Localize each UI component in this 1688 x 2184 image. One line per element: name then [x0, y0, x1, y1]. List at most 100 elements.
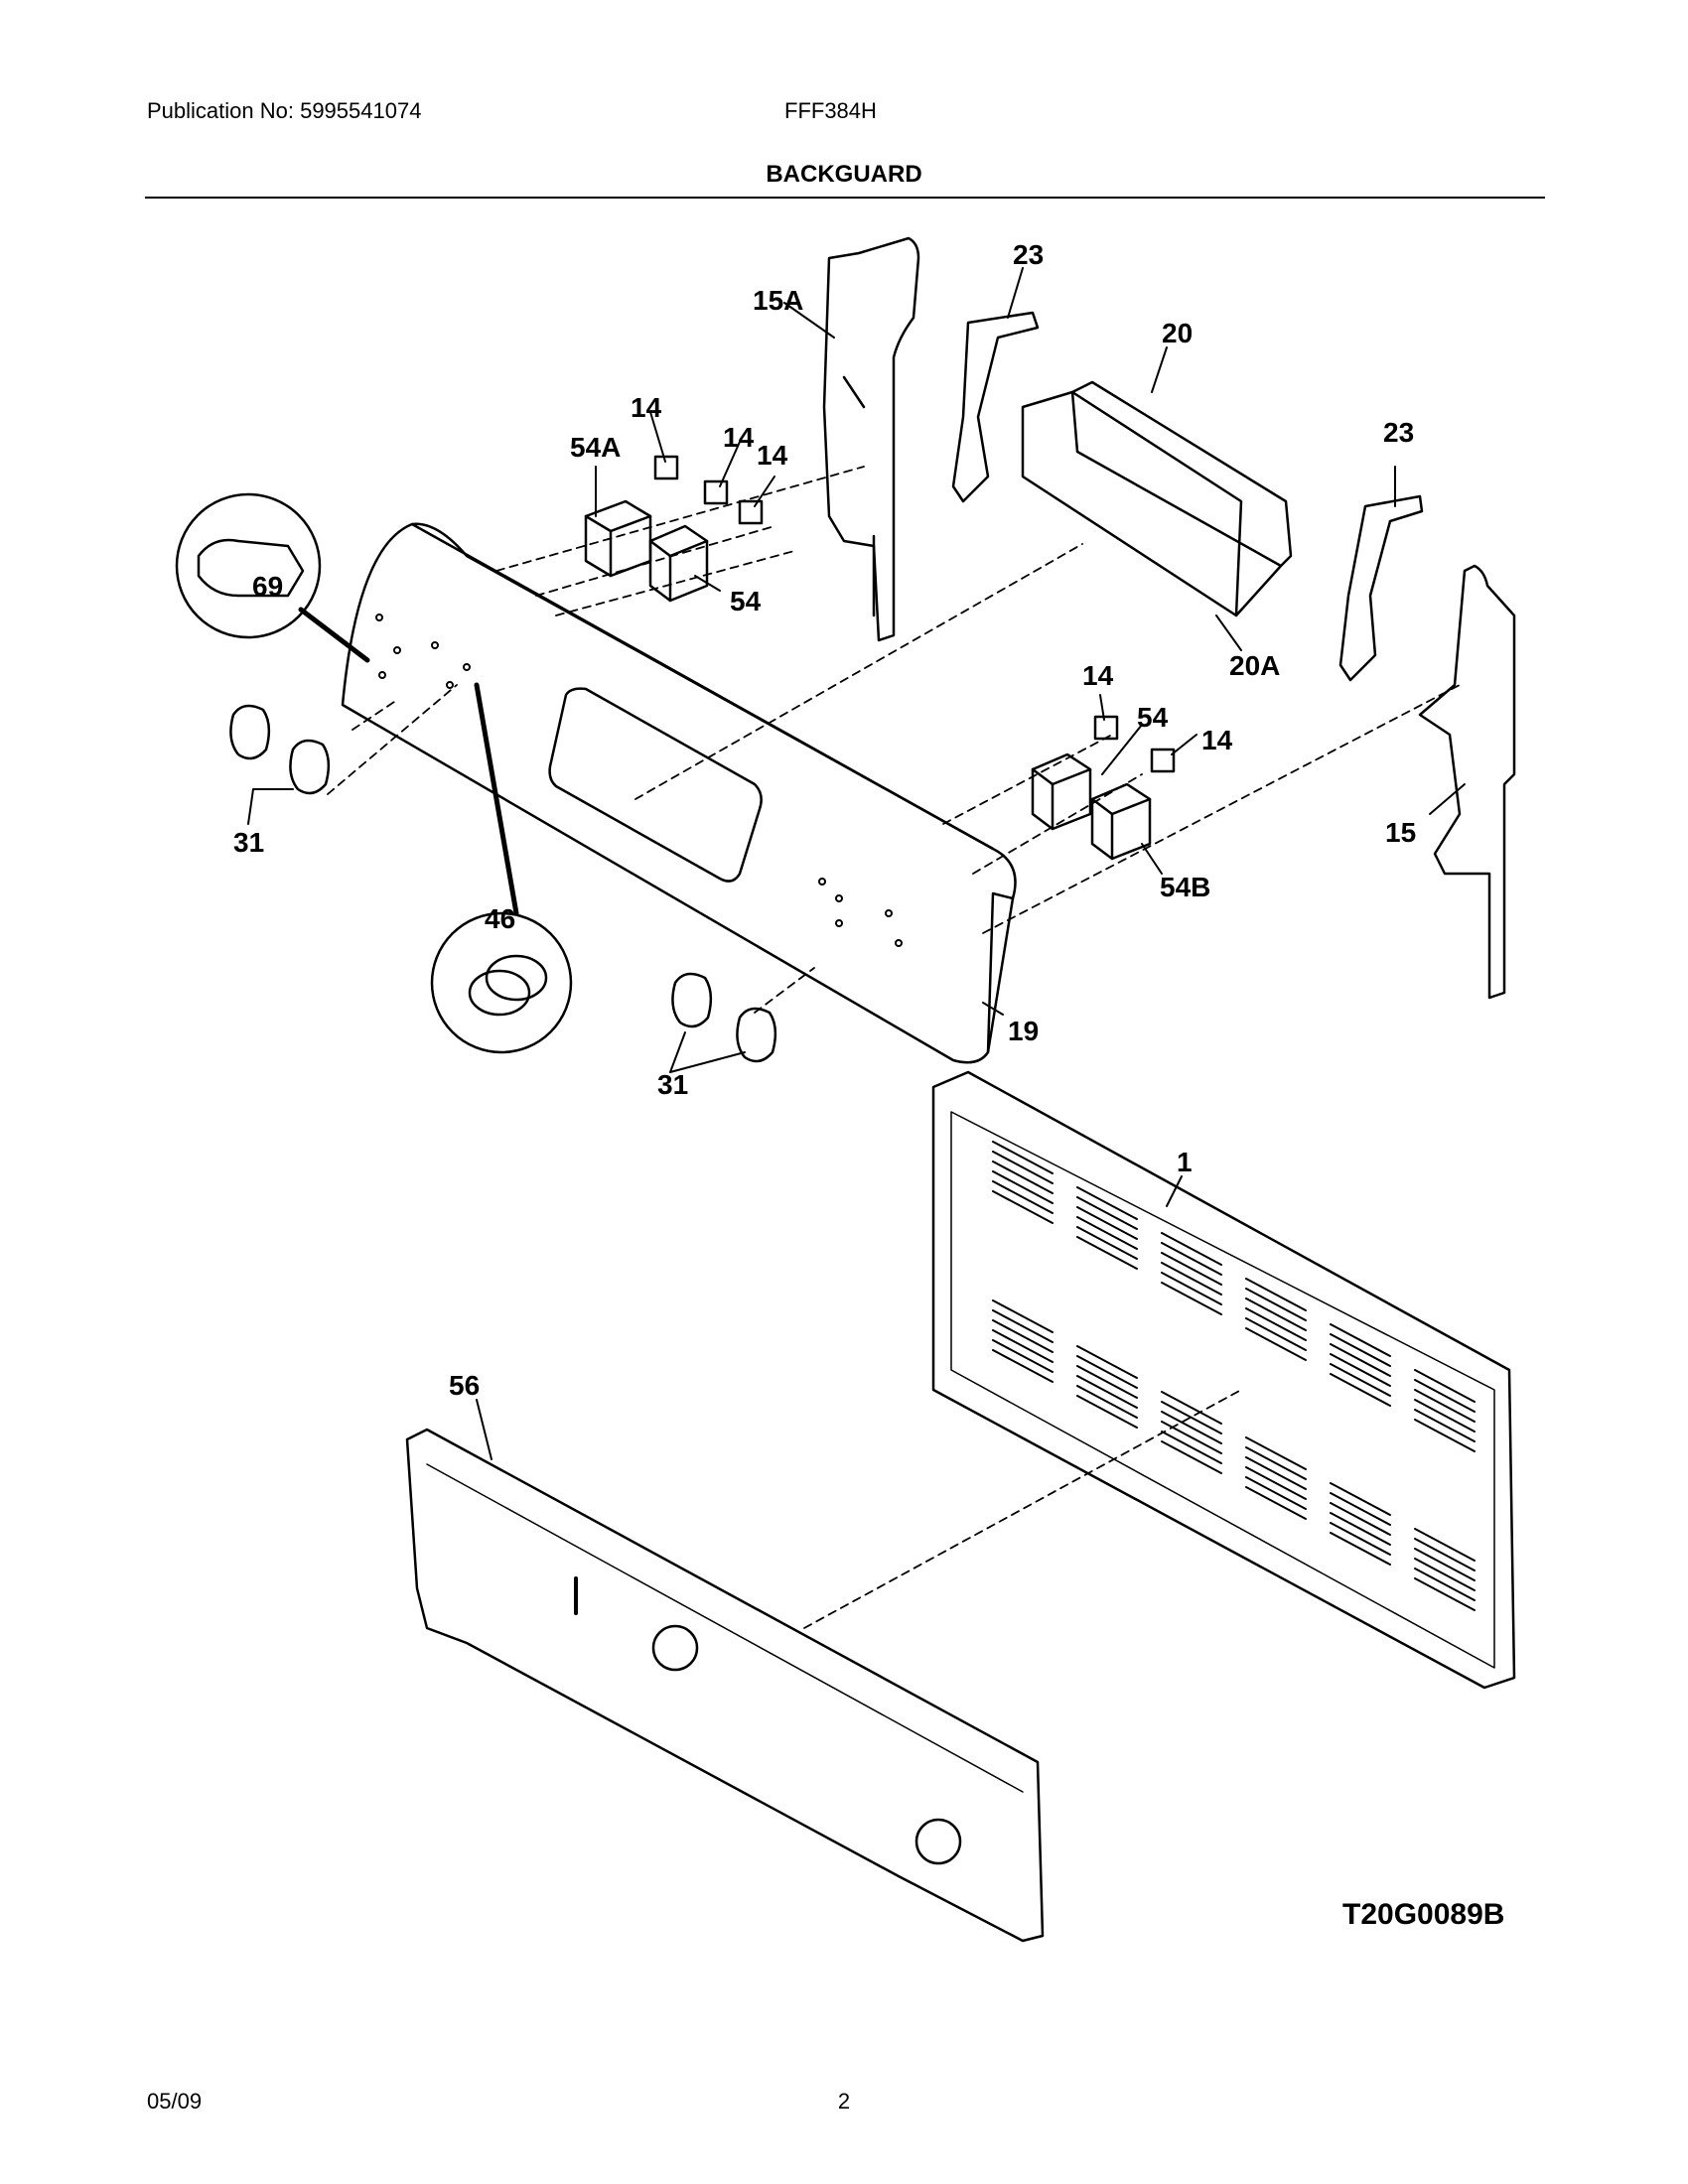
vent-slot [1161, 1272, 1222, 1305]
callout-14-b: 14 [723, 422, 755, 453]
electronic-control-20 [1021, 380, 1293, 617]
callout-20A: 20A [1229, 650, 1280, 681]
vent-slot [1330, 1492, 1391, 1526]
vent-slot [1076, 1196, 1138, 1230]
vent-slot [1161, 1421, 1222, 1454]
vent-slot [1161, 1401, 1222, 1434]
vent-slot [1076, 1226, 1138, 1260]
vent-slot [1414, 1548, 1476, 1581]
clip-icons [951, 311, 1424, 682]
vent-slot [1076, 1345, 1138, 1379]
detail-circle-69 [175, 492, 370, 663]
vent-slot [1330, 1363, 1391, 1397]
callout-31-left: 31 [233, 827, 264, 858]
vent-slot [1245, 1297, 1307, 1331]
footer-date: 05/09 [147, 2089, 203, 2114]
callout-15: 15 [1385, 817, 1416, 848]
side-bracket-15A [822, 236, 920, 642]
vent-slot [1245, 1466, 1307, 1500]
vent-slot [992, 1170, 1054, 1204]
callout-54-right: 54 [1137, 702, 1169, 733]
vent-slot [1076, 1206, 1138, 1240]
assembly-lines [327, 466, 1461, 1629]
callout-14-d: 14 [1082, 660, 1114, 691]
vent-slot [992, 1349, 1054, 1383]
vent-slot [1076, 1355, 1138, 1389]
callout-23-top: 23 [1013, 239, 1044, 270]
vent-slot [1076, 1385, 1138, 1419]
lower-backguard-part-56 [405, 1428, 1045, 1943]
panel-holes [375, 614, 903, 947]
vent-slot [1330, 1522, 1391, 1556]
diagram-code: T20G0089B [1342, 1898, 1505, 1931]
small-switch-icons [653, 455, 1176, 773]
side-bracket-15 [1418, 564, 1516, 1000]
model-number: FFF384H [784, 98, 877, 123]
callout-56: 56 [449, 1370, 480, 1401]
vent-slot [1414, 1419, 1476, 1452]
vent-slot [1330, 1353, 1391, 1387]
vent-slot [1245, 1446, 1307, 1480]
vent-slot [1076, 1365, 1138, 1399]
vent-slot [1414, 1538, 1476, 1571]
publication-number: Publication No: 5995541074 [147, 98, 422, 123]
vent-slot [1076, 1236, 1138, 1270]
vent-slot [1161, 1262, 1222, 1296]
vent-slot [1245, 1486, 1307, 1520]
vent-slot [992, 1151, 1054, 1184]
vent-slot [1414, 1379, 1476, 1413]
detail-circle-46 [430, 682, 573, 1054]
page-title: BACKGUARD [766, 161, 922, 188]
vent-slot [992, 1141, 1054, 1174]
vent-slot [1161, 1431, 1222, 1464]
callout-31-bottom: 31 [657, 1069, 688, 1100]
vent-slot [1245, 1327, 1307, 1361]
vent-slot [1414, 1558, 1476, 1591]
title-divider [145, 197, 1545, 199]
switch-icons [584, 499, 1152, 861]
vent-slots [992, 1141, 1476, 1611]
callout-14-a: 14 [631, 392, 662, 423]
vent-slot [1414, 1568, 1476, 1601]
vent-slot [1414, 1577, 1476, 1611]
callout-54B: 54B [1160, 872, 1210, 902]
vent-slot [992, 1180, 1054, 1214]
knob-icon [229, 704, 777, 1063]
vent-slot [1161, 1411, 1222, 1444]
vent-slot [992, 1309, 1054, 1343]
vent-slot [1330, 1333, 1391, 1367]
callout-1: 1 [1177, 1147, 1193, 1177]
vent-slot [1161, 1232, 1222, 1266]
callout-23-right: 23 [1383, 417, 1414, 448]
vent-slot [1245, 1436, 1307, 1470]
callout-54-left: 54 [730, 586, 762, 616]
vent-slot [1076, 1186, 1138, 1220]
back-panel-part-1 [931, 1070, 1516, 1690]
vent-slot [1161, 1391, 1222, 1425]
vent-slot [1245, 1456, 1307, 1490]
vent-slot [992, 1339, 1054, 1373]
vent-slot [992, 1160, 1054, 1194]
callout-69: 69 [252, 571, 283, 602]
callout-19: 19 [1008, 1016, 1039, 1046]
callout-54A: 54A [570, 432, 621, 463]
vent-slot [1414, 1389, 1476, 1423]
vent-slot [1414, 1369, 1476, 1403]
vent-slot [1076, 1375, 1138, 1409]
vent-slot [1161, 1282, 1222, 1315]
control-panel-part-19 [341, 522, 1017, 1064]
vent-slot [1245, 1278, 1307, 1311]
vent-slot [1161, 1252, 1222, 1286]
vent-slot [1245, 1288, 1307, 1321]
vent-slot [1076, 1395, 1138, 1429]
callout-14-c: 14 [757, 440, 788, 471]
vent-slot [1161, 1440, 1222, 1474]
vent-slot [992, 1319, 1054, 1353]
leader-lines [247, 267, 1466, 1460]
vent-slot [992, 1190, 1054, 1224]
vent-slot [992, 1299, 1054, 1333]
page-number: 2 [837, 2089, 851, 2114]
vent-slot [1414, 1409, 1476, 1442]
vent-slot [1076, 1216, 1138, 1250]
